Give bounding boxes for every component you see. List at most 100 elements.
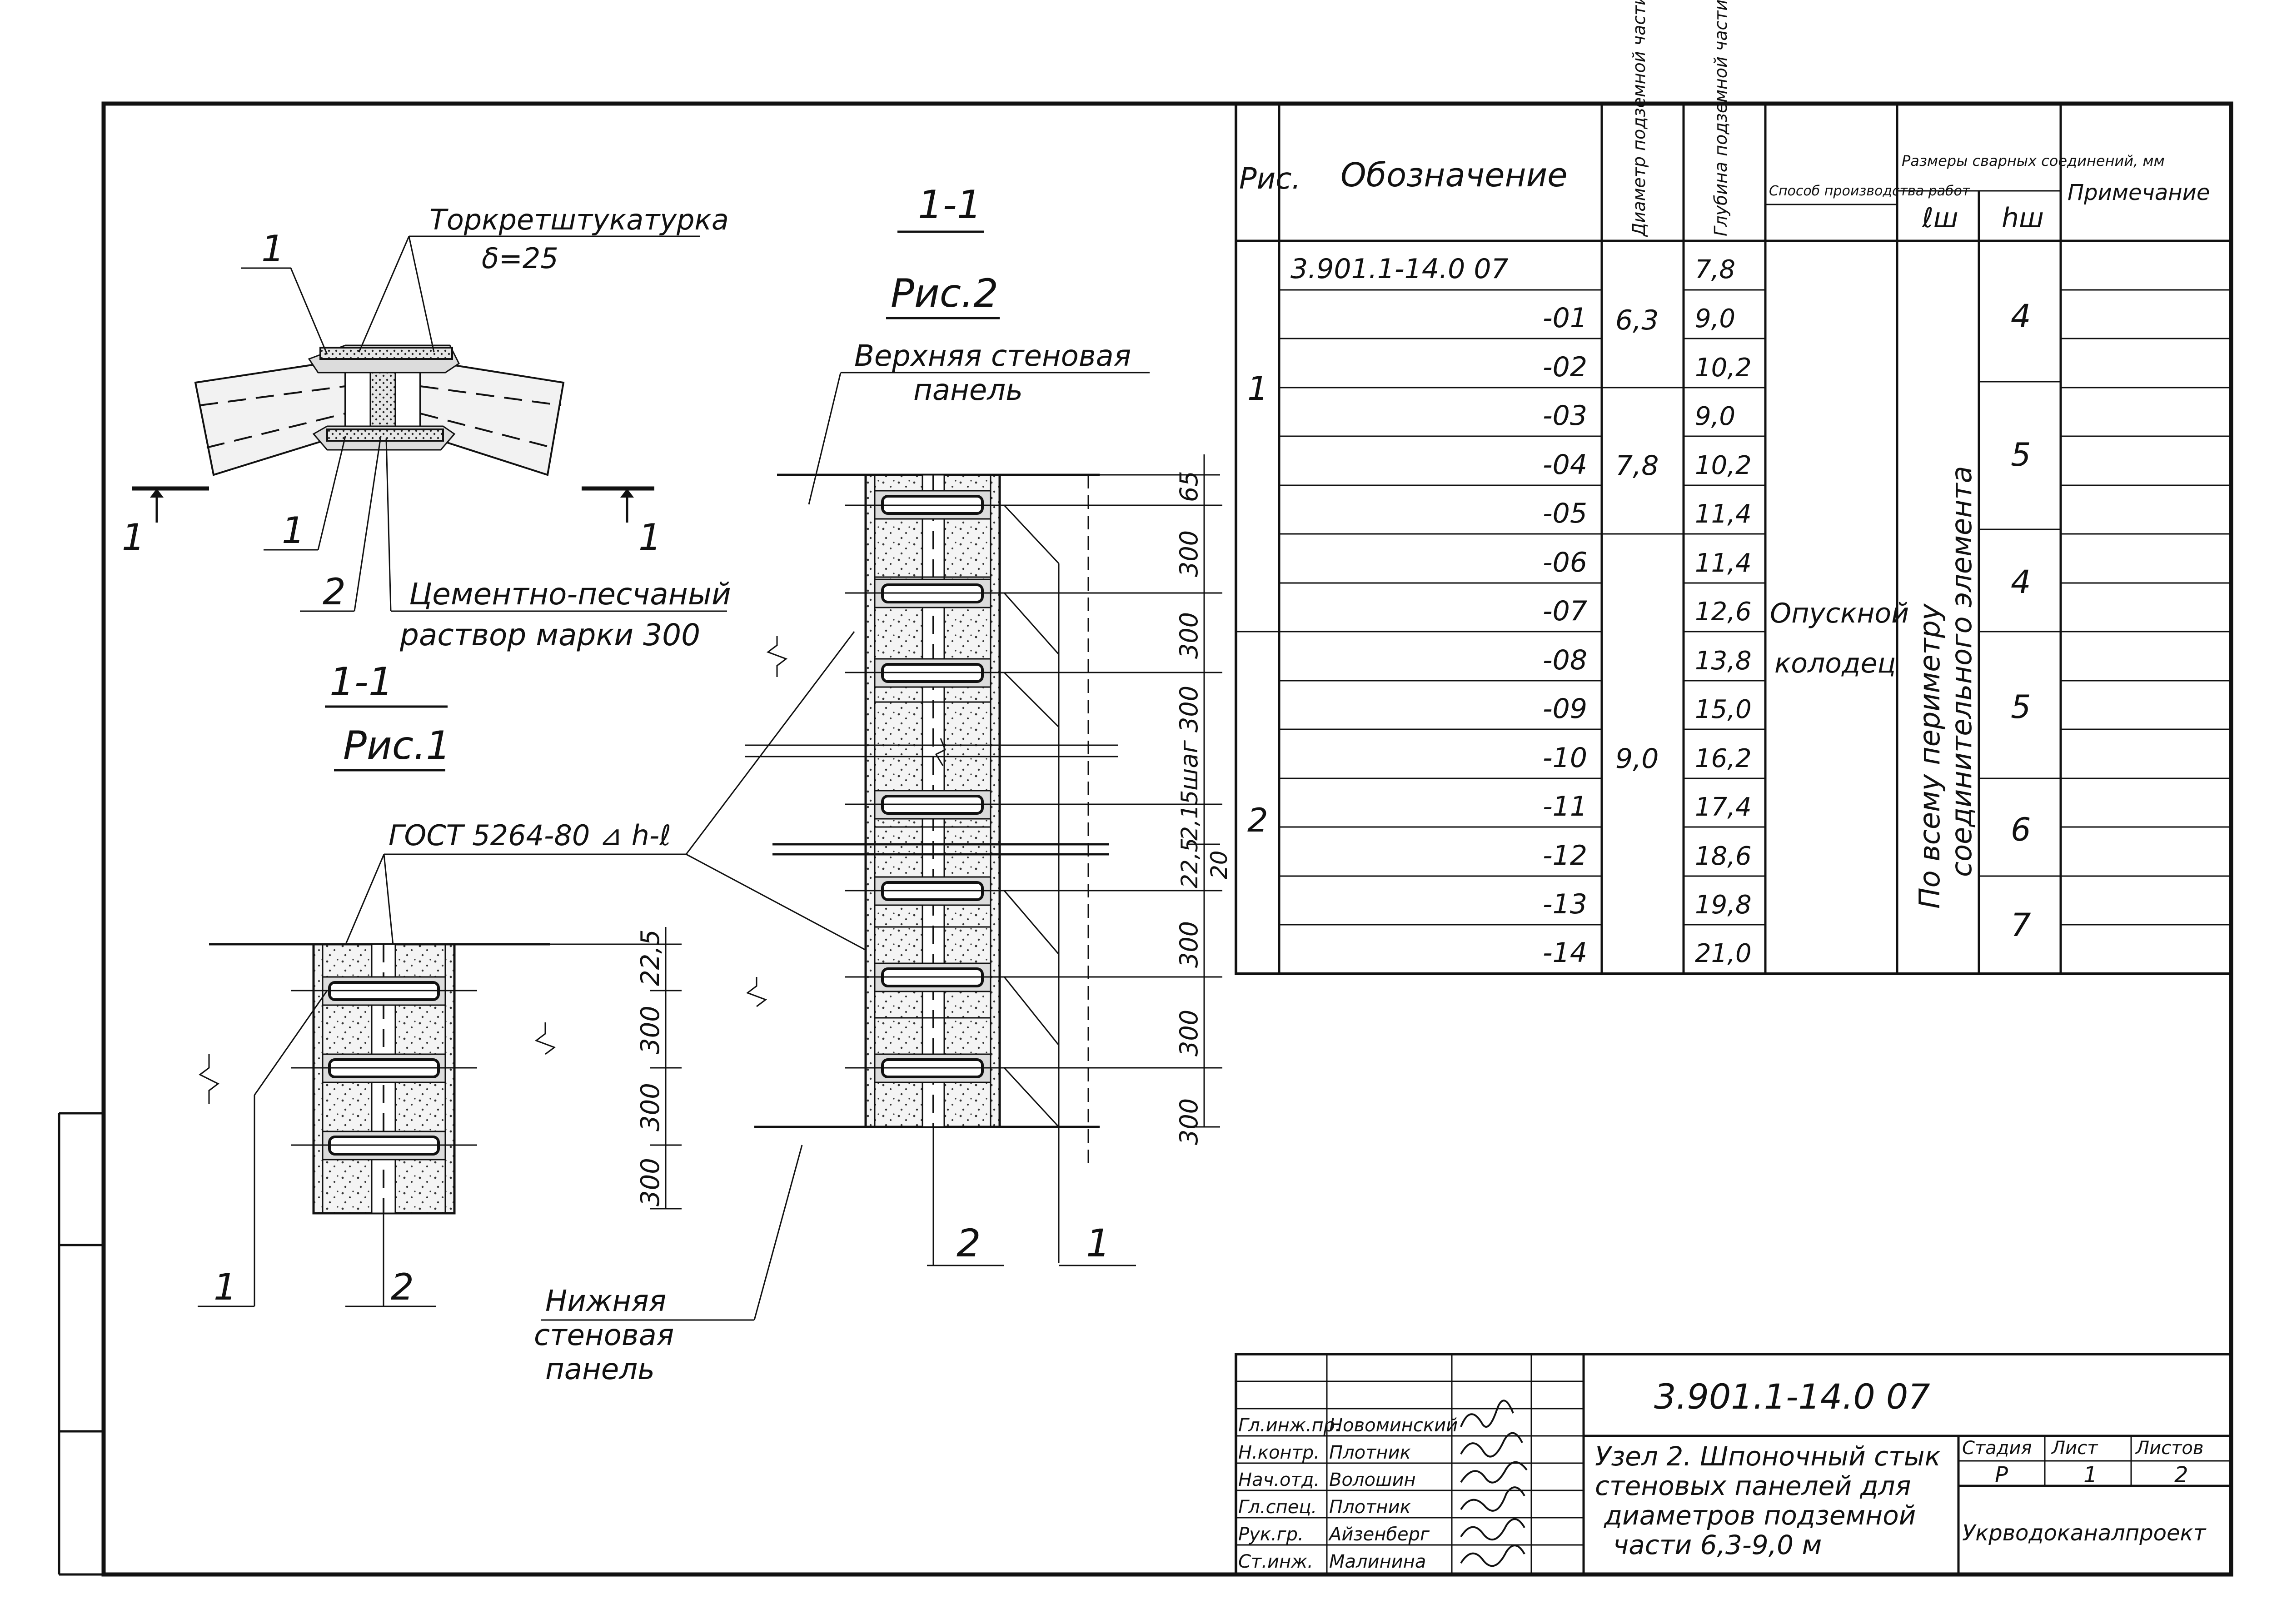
plan-item-1a-label: 1 <box>261 228 284 270</box>
plan-item-1b-label: 1 <box>282 509 305 552</box>
weld-note: ГОСТ 5264-80 ⊿ h-ℓ <box>344 631 891 964</box>
upper-panel-line1: Верхняя стеновая <box>854 339 1131 373</box>
row-designation-0: 3.901.1-14.0 07 <box>1290 253 1509 285</box>
row-designation-13: -13 <box>1543 888 1587 920</box>
row-depth-1: 9,0 <box>1695 304 1735 334</box>
stage-value: Р <box>1995 1462 2008 1488</box>
fig2-dim-9: 300 <box>1175 1098 1203 1145</box>
fig2-dim-2: 300 <box>1175 530 1203 577</box>
fig2-dim-5: 2,15 <box>1176 790 1203 841</box>
row-depth-0: 7,8 <box>1695 255 1735 284</box>
row-designation-8: -08 <box>1543 644 1587 676</box>
row-designation-12: -12 <box>1543 840 1587 872</box>
fig1-item-1-label: 1 <box>214 1266 237 1308</box>
row-depth-7: 12,6 <box>1695 597 1752 627</box>
row-designation-9: -09 <box>1543 693 1587 725</box>
header-weld-sizes: Размеры сварных соединений, мм <box>1902 152 2165 169</box>
cut-mark-left-label: 1 <box>122 516 145 558</box>
row-designation-6: -06 <box>1543 547 1587 578</box>
hw-group-5: 6 <box>2011 811 2031 848</box>
signer-role-0: Гл.инж.пр. <box>1238 1415 1341 1436</box>
header-depth: Глубина подземной части,м <box>1711 0 1731 236</box>
signer-name-5: Малинина <box>1329 1551 1426 1572</box>
fig1-item-2-label: 2 <box>391 1266 414 1308</box>
fig2-dim-4: шаг 300 <box>1175 686 1203 791</box>
row-designation-14: -14 <box>1543 937 1587 969</box>
row-depth-13: 19,8 <box>1695 890 1752 920</box>
header-note: Примечание <box>2068 180 2210 205</box>
row-depth-4: 10,2 <box>1695 451 1752 480</box>
signer-role-2: Нач.отд. <box>1238 1470 1320 1490</box>
fig1-section-mark: 1-1 <box>329 659 393 705</box>
fig2-dim-6: 22,5 <box>1176 838 1203 888</box>
row-designation-3: -03 <box>1543 400 1587 432</box>
spec-table: Рис. Обозначение Диаметр подземной части… <box>1235 0 2232 975</box>
fig2-caption: Рис.2 <box>891 271 998 316</box>
hw-group-1: 4 <box>2011 298 2031 335</box>
fig2-panel-labels: Верхняя стеновая панель Нижняя стеновая … <box>534 339 1150 1386</box>
weld-note-label: ГОСТ 5264-80 ⊿ h-ℓ <box>389 819 671 852</box>
title-line1: Узел 2. Шпоночный стык <box>1595 1441 1941 1472</box>
fig1-plan-detail <box>132 344 654 523</box>
shotcrete-label: Торкретштукатурка <box>429 203 729 236</box>
fig2-section-mark: 1-1 <box>918 182 982 228</box>
title-line4: части 6,3-9,0 м <box>1613 1529 1822 1560</box>
signer-role-5: Ст.инж. <box>1238 1551 1313 1572</box>
row-designation-1: -01 <box>1543 302 1587 334</box>
organization: Укрводоканалпроект <box>1962 1520 2207 1546</box>
hw-group-4: 5 <box>2011 688 2031 726</box>
fig-group-2: 2 <box>1247 801 1268 839</box>
lower-panel-line2: стеновая <box>534 1319 674 1352</box>
signer-role-4: Рук.гр. <box>1238 1524 1304 1545</box>
title-line3: диаметров подземной <box>1604 1500 1916 1531</box>
row-designation-11: -11 <box>1543 791 1587 822</box>
fig1-dim-1: 22,5 <box>636 929 665 986</box>
signer-name-2: Волошин <box>1329 1470 1416 1490</box>
upper-panel-line2: панель <box>913 374 1023 407</box>
mortar-line1-label: Цементно-песчаный <box>409 577 731 612</box>
hw-group-2: 5 <box>2011 436 2031 473</box>
fig1-section: 22,5 300 300 300 1 2 <box>198 927 682 1308</box>
fig2-dim-3: 300 <box>1175 612 1203 659</box>
row-depth-6: 11,4 <box>1695 548 1752 578</box>
hw-group-3: 4 <box>2011 563 2031 601</box>
fig2-title: 1-1 Рис.2 <box>886 182 1000 319</box>
fig1-dim-3: 300 <box>636 1083 665 1131</box>
fig2-dim-20: 20 <box>1206 850 1232 879</box>
fig1-caption: Рис.1 <box>343 723 451 768</box>
diameter-group-2: 7,8 <box>1615 450 1659 482</box>
row-depth-12: 18,6 <box>1695 842 1752 871</box>
doc-code: 3.901.1-14.0 07 <box>1654 1376 1930 1417</box>
row-designation-4: -04 <box>1543 449 1587 481</box>
fig2-section: 65 300 300 шаг 300 2,15 22,5 300 300 300… <box>745 454 1232 1266</box>
row-depth-9: 15,0 <box>1695 695 1752 724</box>
row-depth-5: 11,4 <box>1695 499 1752 529</box>
plan-item-2-label: 2 <box>323 571 346 613</box>
lw-line1: По всему периметру <box>1913 603 1946 909</box>
lower-panel-line3: панель <box>545 1353 655 1386</box>
diameter-group-1: 6,3 <box>1615 304 1659 336</box>
signer-role-3: Гл.спец. <box>1238 1497 1317 1518</box>
fig2-dim-1: 65 <box>1175 471 1203 502</box>
row-designation-10: -10 <box>1543 742 1587 774</box>
fig2-dim-7: 300 <box>1175 921 1203 968</box>
sheet-label: Лист <box>2051 1438 2098 1459</box>
fig1-dim-2: 300 <box>636 1006 665 1054</box>
signer-role-1: Н.контр. <box>1238 1442 1320 1463</box>
fig2-dim-8: 300 <box>1175 1010 1203 1056</box>
fig1-plan-callouts: 1 Торкретштукатурка δ=25 1 2 Цементно-пе… <box>122 203 731 653</box>
fig-group-1: 1 <box>1247 369 1268 408</box>
signature-marks <box>1460 1400 1528 1567</box>
diameter-group-3: 9,0 <box>1615 743 1659 775</box>
row-depth-11: 17,4 <box>1695 792 1752 822</box>
row-designation-2: -02 <box>1543 351 1587 383</box>
header-method: Способ производства работ <box>1769 183 1971 199</box>
signer-name-3: Плотник <box>1329 1497 1411 1518</box>
stage-label: Стадия <box>1962 1438 2032 1459</box>
method-line2: колодец <box>1774 648 1896 679</box>
lower-panel-line1: Нижняя <box>545 1285 666 1318</box>
header-diameter: Диаметр подземной части,м <box>1629 0 1649 237</box>
sheet-value: 1 <box>2083 1462 2098 1488</box>
sheets-label: Листов <box>2135 1438 2203 1459</box>
cut-mark-right-label: 1 <box>638 516 662 558</box>
